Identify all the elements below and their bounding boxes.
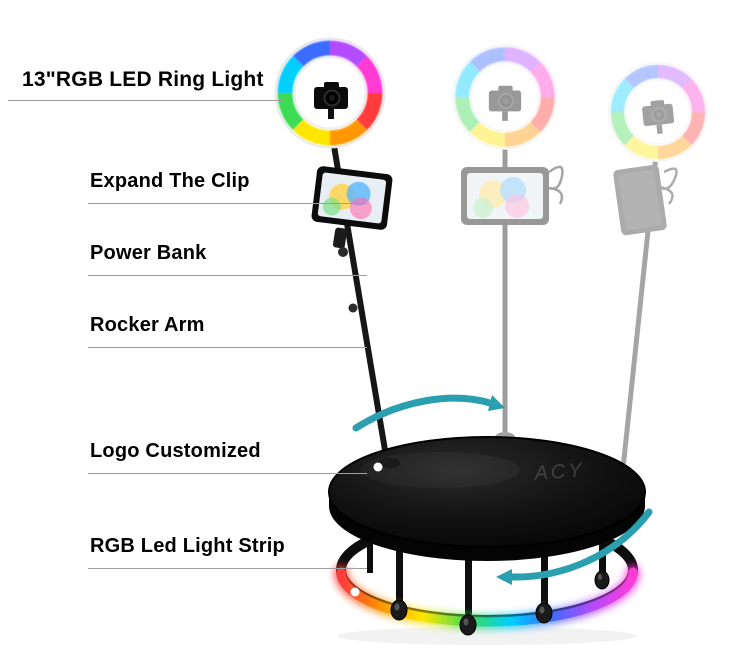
base-leg xyxy=(396,528,403,602)
label-ring-light: 13"RGB LED Ring Light xyxy=(22,68,264,91)
power-bank xyxy=(332,227,348,249)
label-underline xyxy=(88,568,367,569)
ghost-camera-icon xyxy=(487,84,523,122)
label-underline xyxy=(8,100,284,101)
rotation-arrow-lower xyxy=(508,508,653,581)
label-rocker-arm: Rocker Arm xyxy=(90,314,205,336)
camera-icon xyxy=(313,81,349,120)
pole-knob xyxy=(338,247,348,257)
label-expand-clip: Expand The Clip xyxy=(90,170,250,192)
ground-shadow xyxy=(337,627,637,645)
strip-marker-dot xyxy=(350,587,360,597)
ghost-pole xyxy=(619,154,659,479)
rotation-arrow-upper-head xyxy=(488,395,505,411)
ghost-cable xyxy=(548,165,564,205)
platform-edge xyxy=(328,436,646,548)
platform-disc xyxy=(329,437,645,547)
label-underline xyxy=(88,347,367,348)
label-power-bank: Power Bank xyxy=(90,242,207,264)
label-rgb-led-strip: RGB Led Light Strip xyxy=(90,535,285,557)
platform: ACY xyxy=(328,436,646,561)
ghost-camera-icon xyxy=(640,98,677,137)
label-logo-customized: Logo Customized xyxy=(90,440,261,462)
base-leg xyxy=(465,545,472,617)
rotation-arrow-upper xyxy=(352,394,494,432)
ghost-tablet-back xyxy=(613,164,667,236)
caster-wheels xyxy=(390,570,610,636)
label-underline xyxy=(88,275,367,276)
rotation-arrow-lower-head xyxy=(496,569,512,585)
main-booth xyxy=(276,39,394,469)
rgb-strip-glow xyxy=(334,565,640,629)
tablet xyxy=(311,166,393,230)
ghost-booth-middle xyxy=(453,45,562,442)
ghost-cable xyxy=(659,167,678,205)
base-leg xyxy=(541,535,548,605)
ghost-tablet xyxy=(461,167,549,225)
platform-logo: ACY xyxy=(533,459,586,485)
label-underline xyxy=(88,203,367,204)
platform-rim xyxy=(329,492,645,561)
pole-knob xyxy=(348,303,358,313)
label-underline xyxy=(88,473,367,474)
logo-marker-dot xyxy=(373,462,383,472)
rotation-arrows xyxy=(352,394,653,585)
ghost-booth-right xyxy=(609,63,707,479)
